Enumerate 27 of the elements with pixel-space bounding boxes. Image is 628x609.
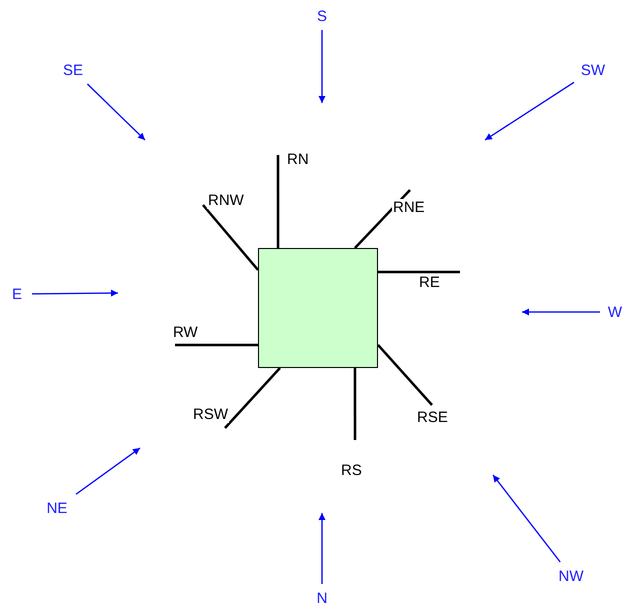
line xyxy=(276,155,280,248)
direction-label: N xyxy=(310,588,334,608)
line xyxy=(202,204,259,271)
arrow xyxy=(318,30,326,103)
square-box xyxy=(258,248,378,368)
arrow xyxy=(522,308,600,316)
line xyxy=(224,367,281,429)
arrow xyxy=(86,84,146,140)
direction-label: E xyxy=(6,284,28,304)
arrow xyxy=(76,447,140,495)
line xyxy=(354,368,356,440)
line xyxy=(378,270,460,274)
line xyxy=(377,344,433,406)
direction-label: SE xyxy=(58,60,88,80)
direction-label: W xyxy=(604,302,626,322)
arrow xyxy=(32,290,118,297)
edge-label: RSW xyxy=(192,406,229,423)
direction-label: NE xyxy=(42,498,72,518)
line xyxy=(175,344,258,346)
arrow xyxy=(484,82,574,141)
line xyxy=(354,189,411,249)
direction-label: NW xyxy=(555,566,587,586)
direction-label: S xyxy=(310,6,334,26)
arrow xyxy=(492,474,561,562)
edge-label: RNW xyxy=(207,192,245,209)
arrow xyxy=(318,513,326,584)
direction-label: SW xyxy=(578,60,608,80)
